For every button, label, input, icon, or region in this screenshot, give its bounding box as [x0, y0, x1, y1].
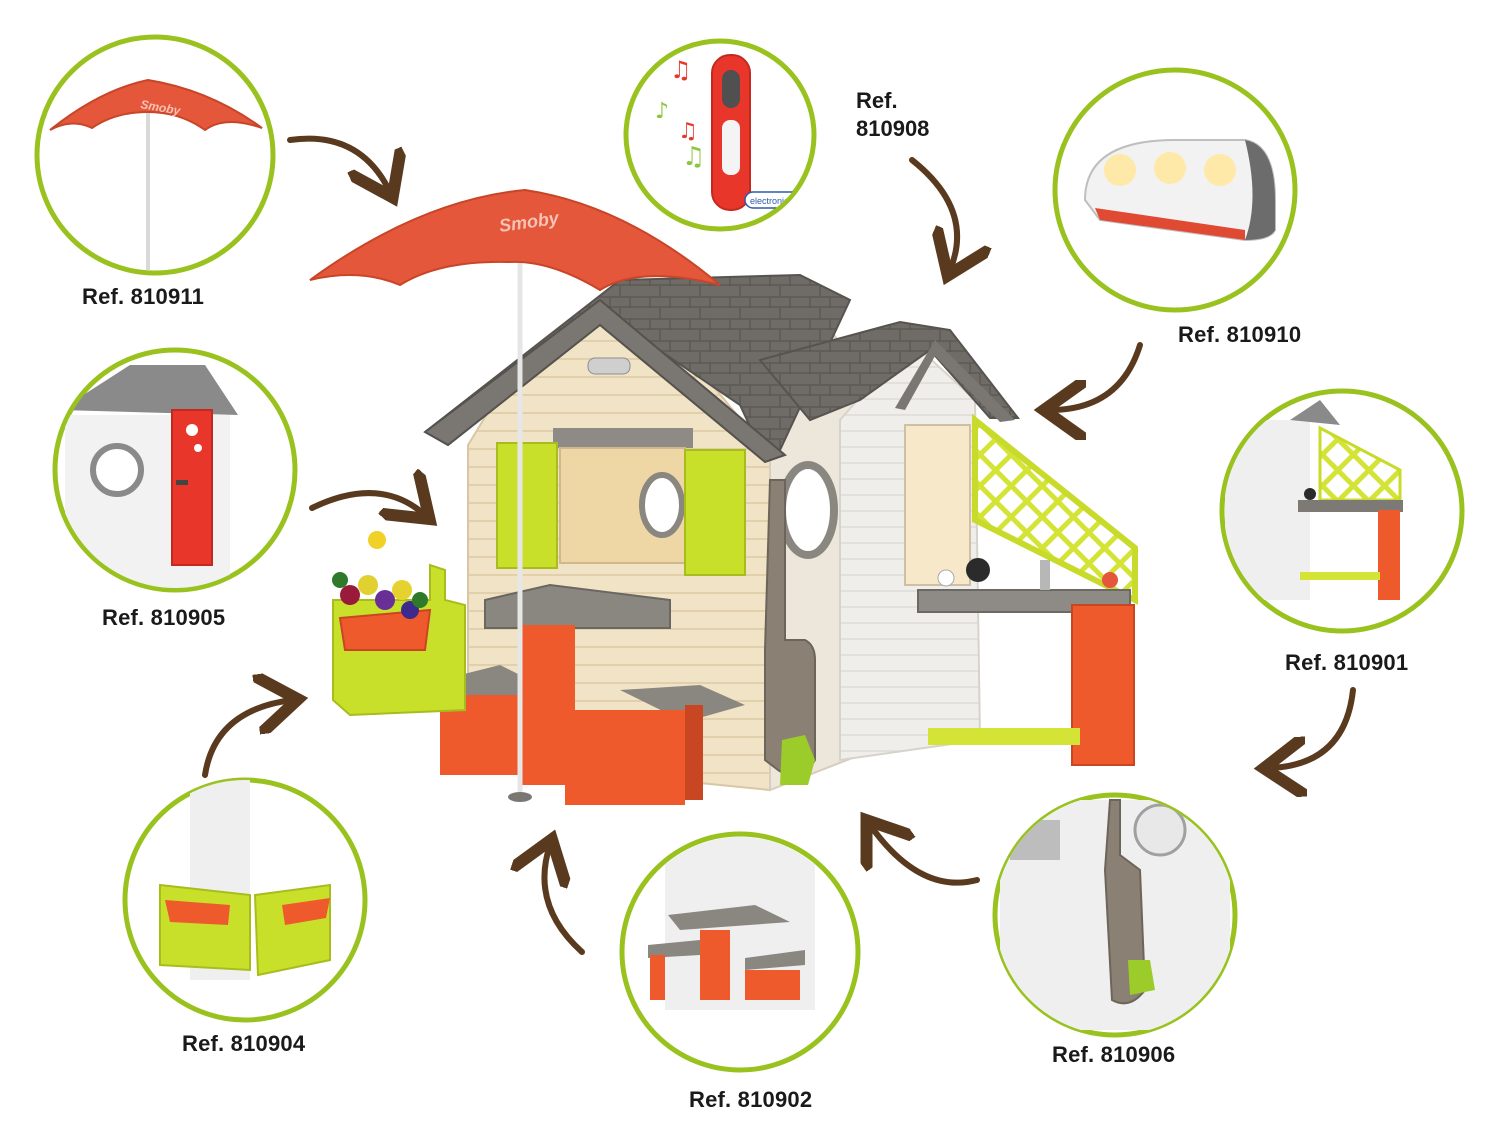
lattice-panel: [972, 413, 1138, 605]
label-rain-barrel: Ref. 810906: [1052, 1042, 1176, 1067]
svg-text:electronic: electronic: [750, 196, 789, 206]
porthole-window: [639, 472, 685, 538]
kitchen-cabinet: [1071, 604, 1135, 766]
accessory-circle-planters: [122, 777, 368, 1023]
arrow-picnic-table: [544, 845, 585, 955]
svg-text:♫: ♫: [682, 142, 705, 172]
flowers: [332, 531, 428, 619]
solar-light-small: [587, 357, 631, 375]
label-kitchen: Ref. 810901: [1285, 650, 1409, 675]
label-door: Ref. 810905: [102, 605, 226, 630]
side-porthole: [778, 461, 838, 559]
svg-text:♫: ♫: [670, 56, 692, 84]
label-solar-light: Ref. 810910: [1178, 322, 1302, 347]
right-shutter: [684, 449, 746, 576]
accessory-circle-kitchen: [1219, 388, 1465, 634]
arrow-umbrella: [287, 135, 390, 192]
picnic-table-top: [484, 583, 671, 629]
accessory-circle-doorbell: ♫ ♪ ♫ ♫ electronic: [623, 38, 817, 232]
watering-can: [780, 735, 815, 785]
accessory-circle-door: [52, 347, 298, 593]
accessory-circle-picnic-table: [619, 831, 861, 1073]
arrow-kitchen: [1270, 687, 1356, 768]
umbrella-canopy: [309, 188, 721, 292]
kitchen-window: [904, 424, 971, 586]
extension-roof: [758, 320, 1021, 422]
label-doorbell-number: 810908: [856, 116, 930, 141]
left-shutter: [496, 442, 558, 569]
accessory-circle-rain-barrel: [992, 792, 1238, 1038]
arrow-planters: [202, 700, 292, 778]
front-gable-roof: [423, 298, 787, 464]
arrow-light: [1050, 342, 1143, 410]
planter-box: [338, 608, 432, 651]
accessory-circle-umbrella: Smoby: [34, 34, 276, 276]
label-doorbell: Ref. 810908: [856, 87, 929, 143]
accessory-circle-solar-light: [1052, 67, 1298, 313]
arrows: [202, 135, 1356, 955]
label-planters: Ref. 810904: [182, 1031, 306, 1056]
arrow-rain-barrel: [870, 825, 980, 886]
arrow-doorbell: [909, 157, 957, 270]
right-bench: [620, 685, 745, 722]
label-picnic-table: Ref. 810902: [689, 1087, 813, 1112]
front-window-frame: [553, 428, 693, 448]
arrow-door: [309, 493, 425, 515]
label-doorbell-prefix: Ref.: [856, 88, 898, 113]
svg-text:♫: ♫: [678, 119, 698, 144]
svg-text:♪: ♪: [655, 99, 669, 124]
label-umbrella: Ref. 810911: [82, 284, 205, 309]
playhouse: Smoby: [309, 188, 1138, 805]
